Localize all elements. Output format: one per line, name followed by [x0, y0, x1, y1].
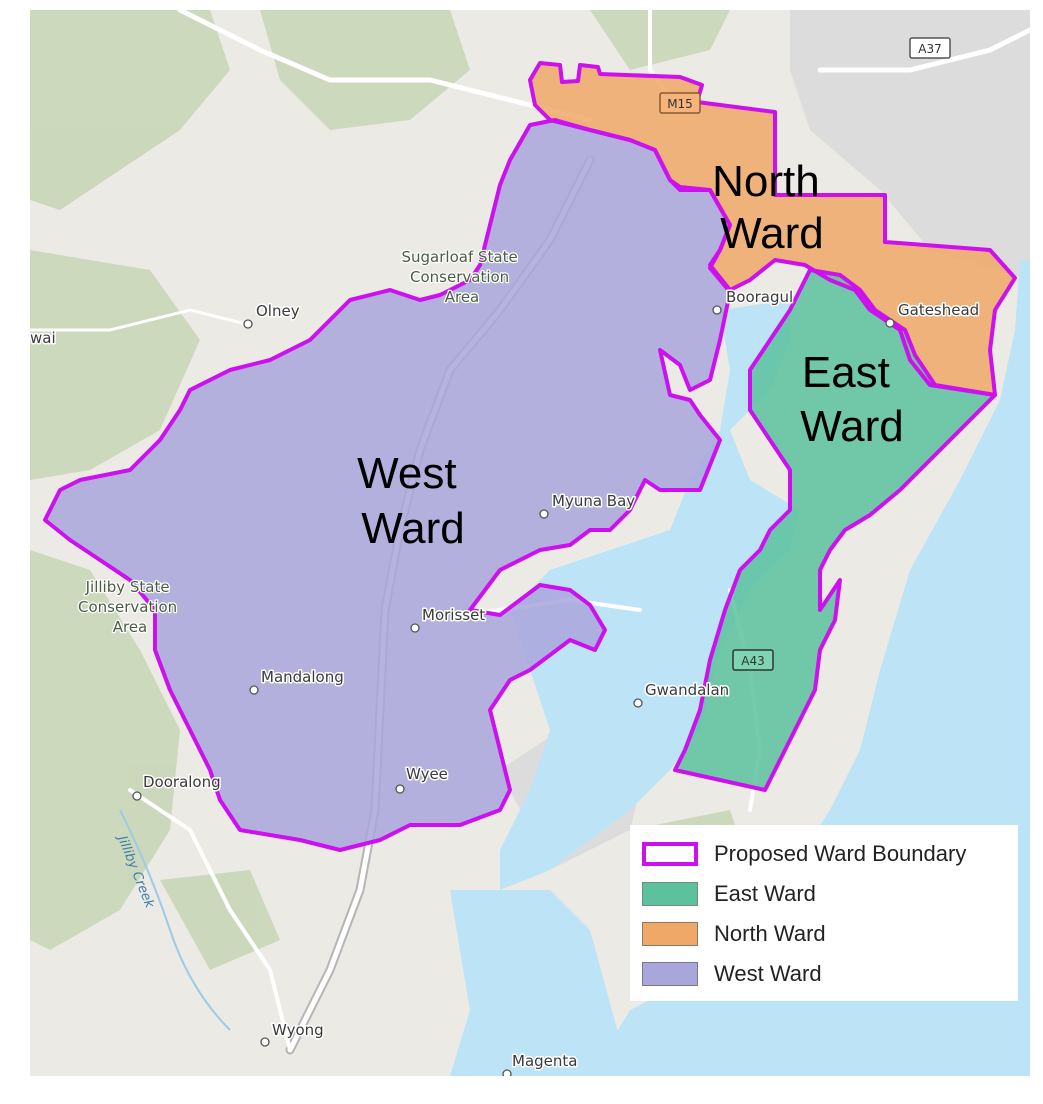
- place-label: wai: [30, 329, 56, 347]
- place-marker-icon: [502, 1069, 512, 1076]
- place-mandalong[interactable]: Mandalong: [249, 667, 345, 695]
- place-marker-icon: [260, 1037, 270, 1047]
- place-marker-icon: [410, 623, 420, 633]
- place-label: Morisset: [422, 606, 485, 624]
- north-ward-area[interactable]: [530, 63, 1015, 395]
- place-label: Myuna Bay: [552, 492, 635, 510]
- place-marker-icon: [885, 318, 895, 328]
- place-marker-icon: [243, 319, 253, 329]
- east-ward-boundary-line: [673, 268, 997, 792]
- legend-swatch: [642, 842, 698, 866]
- place-booragul[interactable]: Booragul: [712, 287, 795, 315]
- jilliby-creek-line: [119, 809, 231, 1031]
- place-myuna-bay[interactable]: Myuna Bay: [539, 491, 637, 519]
- place-marker-icon: [249, 685, 259, 695]
- place-label: Olney: [256, 302, 300, 320]
- road-shield-label: A37: [918, 42, 941, 56]
- place-wyee[interactable]: Wyee: [395, 764, 449, 794]
- legend-item-west-ward: West Ward: [630, 953, 1018, 993]
- west-ward-boundary-line: [43, 118, 732, 852]
- place-label: Magenta: [512, 1052, 577, 1070]
- west-ward-area[interactable]: [45, 120, 730, 850]
- road-shield-a37: A37: [909, 37, 951, 59]
- park-label-sugarloaf: Sugarloaf State Conservation Area: [402, 248, 523, 306]
- legend-label: Proposed Ward Boundary: [714, 841, 967, 866]
- place-dooralong[interactable]: Dooralong: [132, 772, 222, 801]
- place-marker-icon: [712, 305, 722, 315]
- place-marker-icon: [395, 784, 405, 794]
- legend-label: North Ward: [714, 921, 826, 946]
- place-marker-icon: [633, 698, 643, 708]
- ward-label-north: North Ward: [712, 157, 832, 258]
- ward-label-east: East Ward: [800, 348, 904, 451]
- road-shield-label: A43: [741, 654, 764, 668]
- legend-swatch: [642, 922, 698, 946]
- ward-label-west: West Ward: [357, 449, 469, 553]
- place-label: Wyee: [406, 765, 448, 783]
- park-label-jilliby: Jilliby State Conservation Area: [78, 578, 182, 636]
- place-wai[interactable]: wai: [30, 328, 57, 349]
- proposed-ward-boundary: [43, 61, 1017, 852]
- place-label: Dooralong: [143, 773, 221, 791]
- place-wyong[interactable]: Wyong: [260, 1020, 325, 1047]
- ward-map[interactable]: A37 M15 A43 Sugarloaf State Conservation…: [30, 10, 1030, 1076]
- place-gwandalan[interactable]: Gwandalan: [633, 680, 731, 708]
- legend-item-boundary: Proposed Ward Boundary: [630, 833, 1018, 873]
- place-label: Wyong: [272, 1021, 324, 1039]
- legend-item-east-ward: East Ward: [630, 873, 1018, 913]
- legend-item-north-ward: North Ward: [630, 913, 1018, 953]
- place-gateshead[interactable]: Gateshead: [885, 300, 981, 328]
- road-shield-m15: M15: [659, 92, 701, 114]
- legend-label: West Ward: [714, 961, 822, 986]
- place-magenta[interactable]: Magenta: [502, 1051, 579, 1076]
- map-legend: Proposed Ward Boundary East Ward North W…: [630, 825, 1018, 1001]
- legend-swatch: [642, 962, 698, 986]
- road-shield-a43: A43: [732, 649, 774, 671]
- place-label: Booragul: [726, 288, 793, 306]
- place-marker-icon: [132, 791, 142, 801]
- place-morisset[interactable]: Morisset: [410, 605, 487, 633]
- place-olney[interactable]: Olney: [243, 301, 301, 329]
- place-label: Gateshead: [898, 301, 979, 319]
- place-label: Mandalong: [261, 668, 344, 686]
- place-label: Gwandalan: [645, 681, 729, 699]
- map-canvas: A37 M15 A43 Sugarloaf State Conservation…: [30, 10, 1030, 1076]
- legend-swatch: [642, 882, 698, 906]
- road-shield-label: M15: [667, 97, 693, 111]
- legend-label: East Ward: [714, 881, 816, 906]
- place-marker-icon: [539, 509, 549, 519]
